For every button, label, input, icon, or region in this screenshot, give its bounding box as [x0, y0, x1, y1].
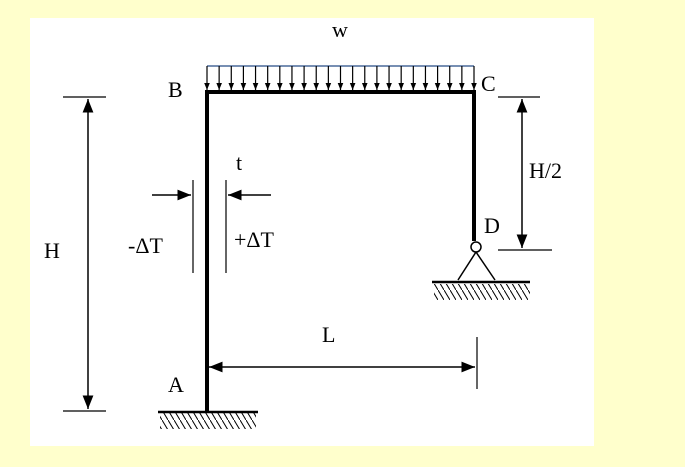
temp-outside-label: +ΔT	[234, 227, 275, 252]
joint-b-label: B	[168, 77, 183, 102]
half-height-label: H/2	[529, 158, 562, 183]
thickness-dimension	[152, 180, 271, 273]
half-height-dimension	[498, 96, 552, 251]
height-label: H	[44, 238, 60, 263]
load-label: w	[332, 17, 348, 42]
fixed-support-a	[158, 410, 258, 429]
joint-d-label: D	[484, 213, 500, 238]
temp-inside-label: -ΔT	[128, 233, 163, 258]
height-dimension	[63, 96, 106, 412]
thickness-label: t	[236, 150, 242, 175]
diagram-panel	[30, 18, 594, 446]
span-label: L	[322, 322, 335, 347]
joint-c-label: C	[481, 71, 496, 96]
pin-support-d	[432, 241, 530, 300]
span-dimension	[209, 337, 478, 389]
load-arrows	[204, 66, 477, 90]
distributed-load	[204, 65, 477, 90]
joint-a-label: A	[168, 372, 184, 397]
